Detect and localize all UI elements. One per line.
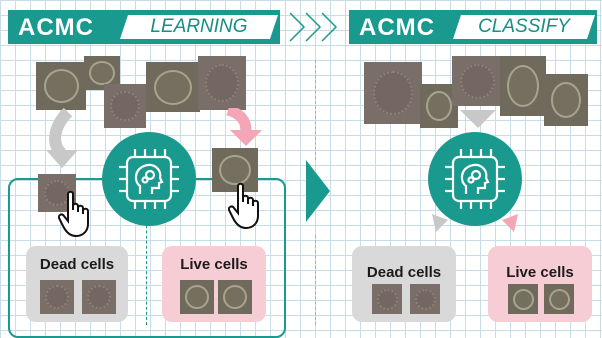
cell-image — [36, 62, 86, 110]
cell-image — [146, 62, 200, 112]
ai-chip-icon — [428, 132, 522, 226]
down-arrow-icon — [46, 108, 78, 168]
live-cells-box: Live cells — [488, 246, 592, 322]
cell-image — [198, 56, 246, 110]
cell-image — [180, 280, 214, 314]
learning-banner: ACMC LEARNING — [8, 10, 280, 44]
ai-chip-icon — [102, 132, 196, 226]
dead-cells-label: Dead cells — [366, 264, 442, 281]
hand-pointer-icon — [228, 182, 259, 230]
learning-tag: LEARNING — [120, 15, 278, 39]
hand-pointer-icon — [58, 190, 89, 238]
cell-image — [84, 56, 120, 90]
cell-image — [420, 84, 458, 128]
down-arrow-icon — [226, 108, 262, 146]
classify-tag: CLASSIFY — [453, 15, 595, 39]
class-divider — [146, 200, 147, 325]
section-divider — [315, 60, 316, 160]
live-cells-label: Live cells — [506, 264, 574, 281]
classify-banner: ACMC CLASSIFY — [349, 10, 597, 44]
live-cells-label: Live cells — [180, 256, 248, 273]
down-arrow-icon — [502, 214, 518, 232]
chevron-right-icon — [289, 12, 338, 42]
cell-image — [500, 56, 546, 116]
down-arrow-icon — [432, 214, 448, 232]
cell-image — [544, 284, 574, 314]
dead-cells-box: Dead cells — [26, 246, 128, 322]
dead-cells-label: Dead cells — [39, 256, 115, 273]
cell-image — [372, 284, 402, 314]
cell-image — [82, 280, 116, 314]
down-arrow-icon — [460, 110, 496, 128]
cell-image — [212, 148, 258, 192]
live-cells-box: Live cells — [162, 246, 266, 322]
cell-image — [410, 284, 440, 314]
cell-image — [544, 74, 588, 126]
cell-image — [508, 284, 538, 314]
cell-image — [452, 56, 502, 106]
classify-brand: ACMC — [359, 14, 435, 41]
learning-brand: ACMC — [18, 14, 94, 41]
cell-image — [40, 280, 74, 314]
dead-cells-box: Dead cells — [352, 246, 456, 322]
chevron-right-icon — [306, 160, 330, 222]
cell-image — [218, 280, 252, 314]
section-divider — [315, 235, 316, 325]
cell-image — [364, 62, 422, 124]
cell-image — [104, 84, 146, 128]
